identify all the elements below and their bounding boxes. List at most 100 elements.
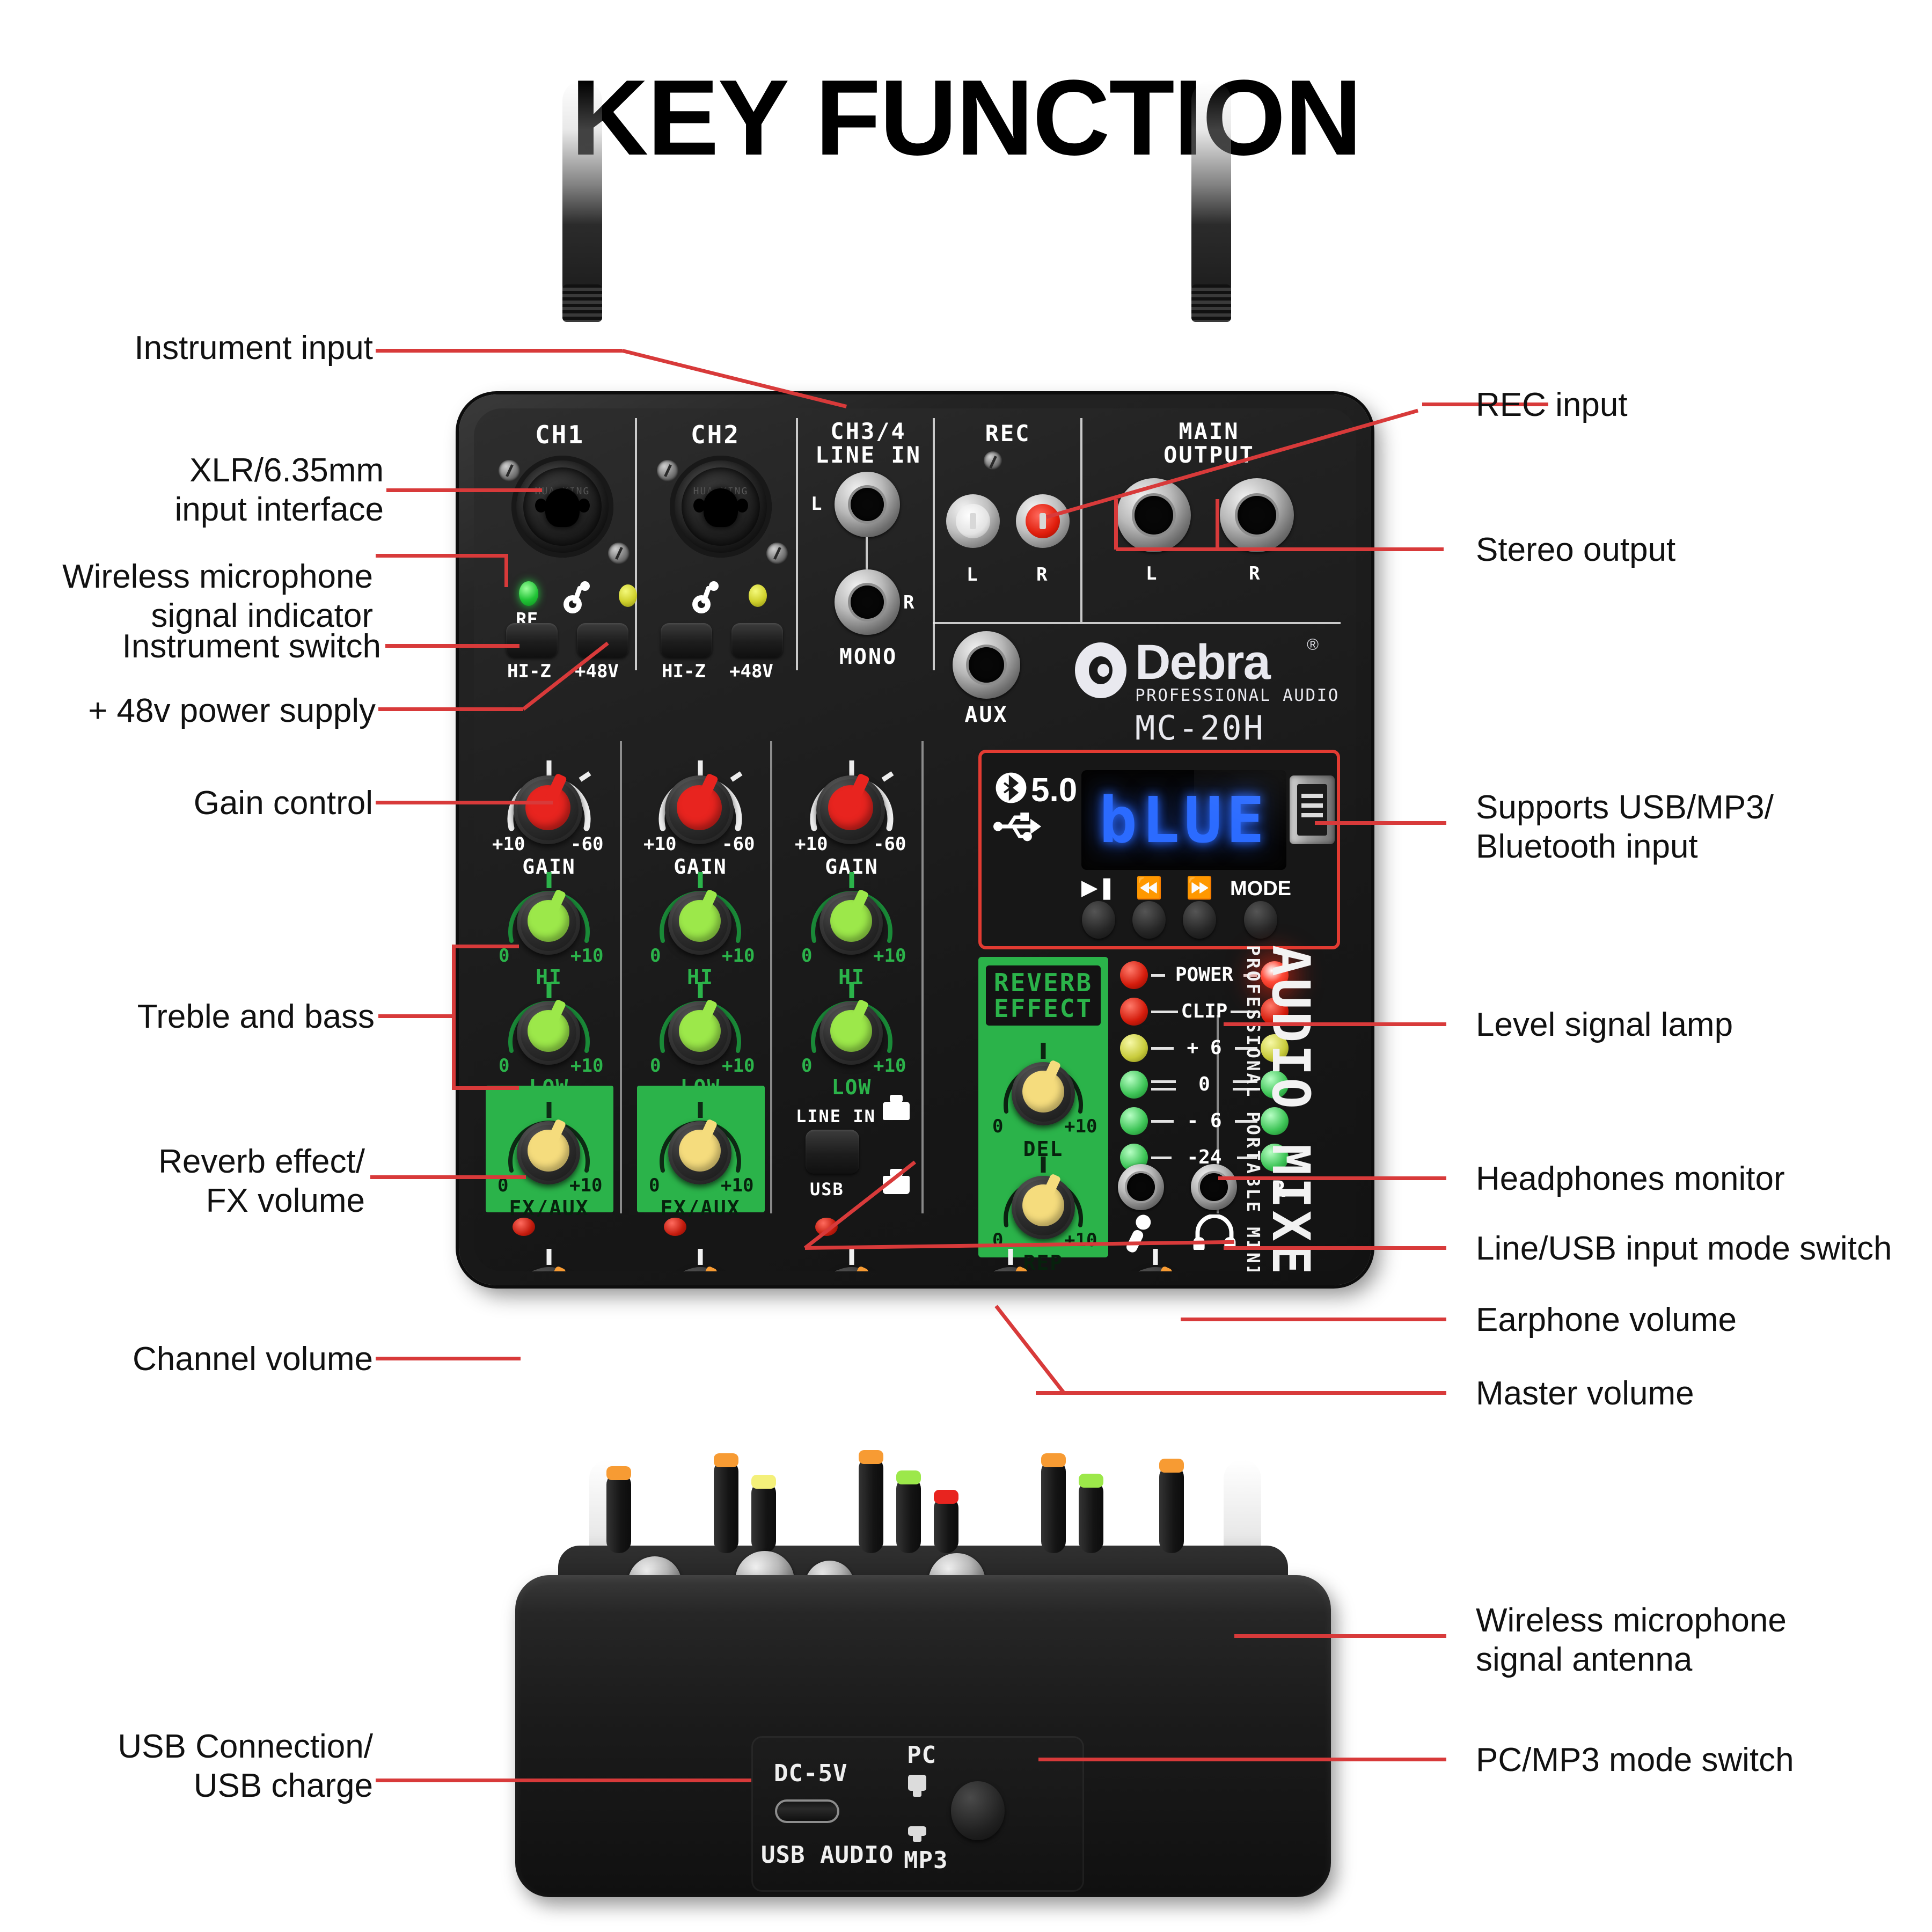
- ch1-xlr-jack[interactable]: HUA XING: [511, 456, 613, 558]
- rear-knob-stem-7: [1041, 1460, 1066, 1553]
- ch2-xlr-jack[interactable]: HUA XING: [670, 456, 772, 558]
- ch1-hiz-label: HI-Z: [507, 661, 551, 682]
- ch1-phantom-button[interactable]: [577, 623, 628, 657]
- ch2-gain-min: +10: [643, 833, 677, 855]
- leader-instrument-switch: [385, 644, 519, 648]
- ch2-low-max: +10: [722, 1055, 755, 1077]
- ch34-volume-knob[interactable]: 0 +10 VOL: [793, 1241, 911, 1271]
- ch2-xlr-hole: [704, 488, 738, 527]
- play-pause-button[interactable]: [1082, 901, 1115, 939]
- ch34-hi-knob[interactable]: 0 +10 HI: [793, 865, 911, 989]
- ch34-L-hole: [851, 488, 884, 521]
- power-led-left: [1120, 961, 1148, 989]
- ch2-hiz-button[interactable]: [661, 623, 712, 657]
- usb-c-port[interactable]: [775, 1799, 839, 1823]
- headphones-monitor-jack[interactable]: [1191, 1164, 1237, 1210]
- ch2-fxaux-knob[interactable]: 0 +10 FX/AUX: [641, 1094, 759, 1220]
- ch1-gain-knob[interactable]: +10 -60 GAIN: [490, 752, 608, 879]
- main-output-R-jack[interactable]: [1220, 478, 1294, 552]
- ch1-screw-top: [499, 460, 520, 481]
- ch1-vol-knob-body[interactable]: [516, 1267, 582, 1271]
- rec-input-R-jack[interactable]: [1016, 494, 1070, 548]
- ch34-line-in-R-jack[interactable]: [835, 569, 900, 635]
- ch1-hiz-button[interactable]: [506, 623, 558, 657]
- ch2-phantom-button[interactable]: [731, 623, 783, 657]
- ch2-xlr-pin-left: [693, 499, 705, 513]
- ch34-line-in-L-jack[interactable]: [835, 472, 900, 537]
- rear-io-plate: DC-5V USB AUDIO PC MP3: [751, 1736, 1084, 1892]
- antenna-left-knurl: [562, 284, 602, 322]
- next-track-button[interactable]: [1183, 901, 1216, 939]
- debra-logo-icon: [1075, 642, 1126, 698]
- ch2-volume-knob[interactable]: 0 +10 VOL: [641, 1241, 759, 1271]
- leader-instrument-input: [376, 349, 623, 353]
- main-vol-knob-body[interactable]: [977, 1267, 1044, 1271]
- ch1-xlr-inner: HUA XING: [523, 467, 602, 546]
- minus6-dash-right: [1235, 1120, 1257, 1123]
- reverb-rep-knob[interactable]: 0 +10 REP: [985, 1149, 1102, 1271]
- rear-knob-stem-2: [714, 1460, 738, 1553]
- ch34-R-hole: [851, 586, 884, 619]
- ch1-hi-knob[interactable]: 0 +10 HI: [490, 865, 608, 989]
- ch34-R-label: R: [903, 592, 914, 613]
- ch1-fxaux-knob[interactable]: 0 +10 FX/AUX: [490, 1094, 608, 1220]
- main-output-header: MAIN: [1179, 418, 1240, 444]
- play-pause-icon: ▶❚: [1081, 876, 1116, 899]
- ch34-gain-knob[interactable]: +10 -60 GAIN: [793, 752, 911, 879]
- ch34-gain-max: -60: [873, 833, 906, 855]
- usb-port[interactable]: [1290, 775, 1335, 844]
- antenna-right-knurl: [1191, 284, 1231, 322]
- main-output-header-line2: OUTPUT: [1163, 442, 1255, 468]
- ch1-volume-knob[interactable]: 0 +10 VOL: [490, 1241, 608, 1271]
- label-phantom-power: + 48v power supply: [88, 692, 376, 729]
- previous-track-button[interactable]: [1132, 901, 1166, 939]
- minus6-led-right: [1261, 1107, 1289, 1135]
- pc-switch-pictogram: [908, 1775, 926, 1797]
- mic-monitor-jack[interactable]: [1118, 1164, 1164, 1210]
- aux-jack[interactable]: [953, 631, 1020, 699]
- pc-mp3-mode-switch[interactable]: [951, 1781, 1005, 1840]
- rec-input-L-jack[interactable]: [946, 494, 1000, 548]
- bluetooth-media-module: 5.0 bLUE ▶❚ ⏪ ⏩ MODE: [978, 750, 1340, 949]
- leader-stereo-output-v2: [1216, 499, 1219, 550]
- label-instrument-input: Instrument input: [134, 330, 373, 367]
- main-out-R-hole: [1238, 496, 1276, 535]
- ch2-gain-knob[interactable]: +10 -60 GAIN: [641, 752, 759, 879]
- ch2-low-knob[interactable]: 0 +10 LOW: [641, 975, 759, 1099]
- brand-model: MC-20H: [1135, 708, 1265, 748]
- ch34-vol-knob-body[interactable]: [818, 1267, 885, 1271]
- rear-knob-top-2: [714, 1453, 738, 1467]
- power-label: POWER: [1175, 964, 1234, 986]
- usb-mode-label: USB: [810, 1179, 844, 1199]
- strip-divider-1: [620, 741, 622, 1213]
- ch34-low-max: +10: [873, 1055, 906, 1077]
- phone-volume-knob[interactable]: 0 +10 VOL: [1096, 1241, 1214, 1271]
- label-rec-input: REC input: [1476, 386, 1628, 423]
- mode-button[interactable]: [1244, 901, 1277, 939]
- ch1-rf-led: [519, 581, 538, 606]
- phone-vol-knob-body[interactable]: [1122, 1267, 1189, 1271]
- power-dash-left: [1151, 974, 1165, 977]
- leader-xlr-input: [386, 488, 542, 492]
- main-volume-knob[interactable]: 0 +10 VOL: [952, 1241, 1070, 1271]
- ch34-low-knob[interactable]: 0 +10 LOW: [793, 975, 911, 1099]
- ch2-vol-knob-body[interactable]: [667, 1267, 734, 1271]
- clip-led-right: [1261, 998, 1289, 1026]
- reverb-del-knob[interactable]: 0 +10 DEL: [985, 1035, 1102, 1161]
- label-line-usb-mode-switch: Line/USB input mode switch: [1476, 1230, 1892, 1267]
- ch1-gain-max: -60: [570, 833, 604, 855]
- usb-audio-label: USB AUDIO: [761, 1841, 894, 1869]
- leader-channel-volume: [376, 1357, 521, 1360]
- leader-earphone-volume: [1181, 1318, 1446, 1321]
- leader-master-volume: [1036, 1391, 1446, 1395]
- leader-usb-charge: [376, 1779, 751, 1782]
- ch2-hi-knob[interactable]: 0 +10 HI: [641, 865, 759, 989]
- ch1-hi-max: +10: [570, 945, 604, 967]
- ch1-low-knob[interactable]: 0 +10 LOW: [490, 975, 608, 1099]
- divider-rec-main: [1080, 418, 1082, 622]
- power-led-right: [1261, 961, 1289, 989]
- line-usb-mode-switch[interactable]: [806, 1130, 859, 1174]
- rear-knob-stem-6: [934, 1496, 958, 1553]
- meter-row-minus6: - 6: [1116, 1107, 1293, 1137]
- main-output-L-jack[interactable]: [1117, 478, 1191, 552]
